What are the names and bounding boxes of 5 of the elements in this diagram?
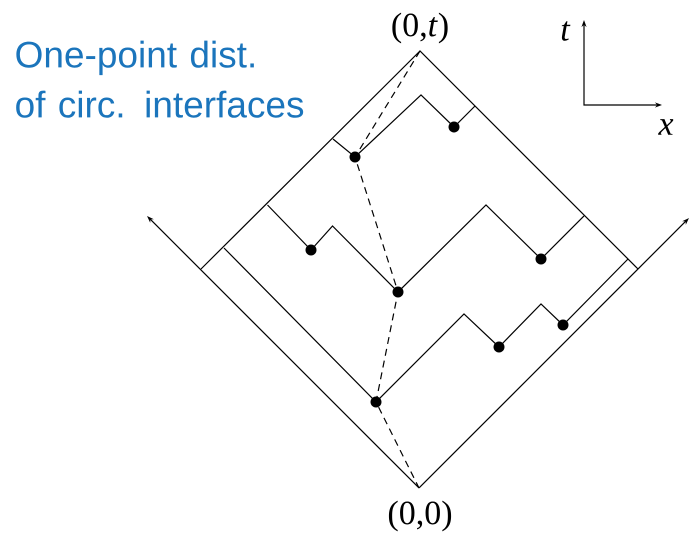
axis-label: t	[562, 21, 570, 41]
coordinate-label: (0,t)	[392, 12, 448, 44]
coordinate-label: (0,0)	[388, 500, 452, 532]
axis-label: x	[658, 119, 674, 135]
title: One-point dist. of circ. interfaces	[16, 40, 304, 118]
